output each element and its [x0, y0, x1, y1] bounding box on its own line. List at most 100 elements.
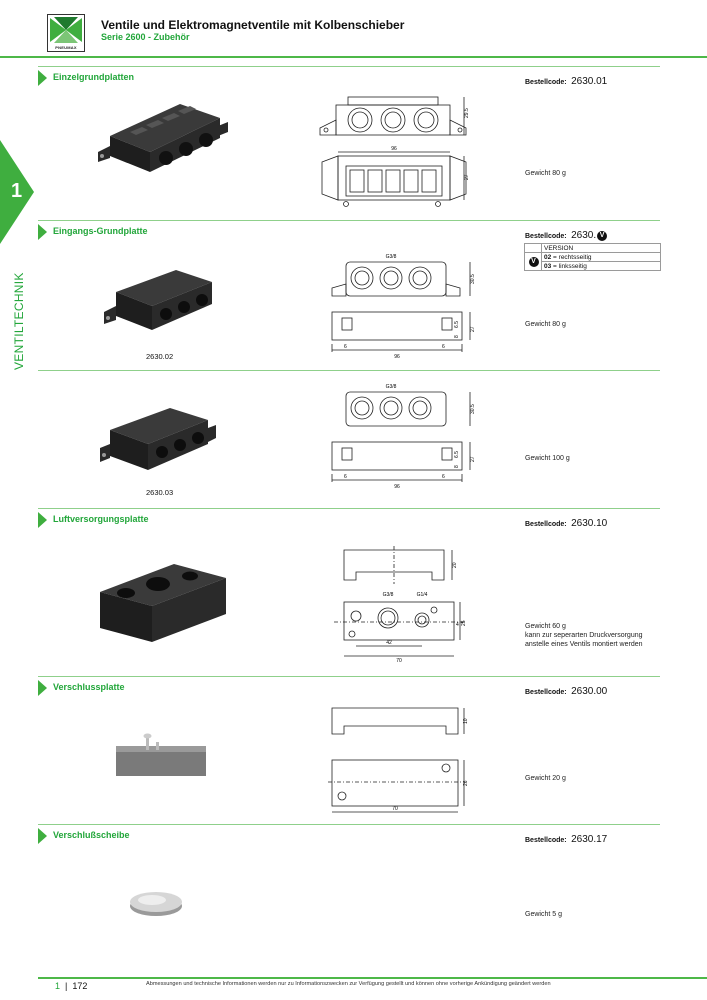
technical-drawing: 10 26 70: [328, 707, 468, 813]
section-title: Verschlussplatte: [53, 682, 125, 692]
dim-height-bottom: 27: [470, 456, 476, 462]
product-photo: [104, 270, 212, 330]
dim-width: 70: [396, 658, 402, 664]
dim-left: 6: [344, 344, 347, 350]
header-divider: [0, 56, 707, 58]
dim-left: 6: [344, 474, 347, 480]
dim-right: 6: [442, 344, 445, 350]
section-einzelgrundplatten: Einzelgrundplatten Bestellcode: 2630.01 …: [38, 66, 660, 216]
version-table-header: VERSION: [524, 243, 661, 253]
dim-height-top: 29.5: [464, 108, 470, 118]
weight-line: anstelle eines Ventils montiert werden: [525, 641, 643, 648]
product-photo: [116, 733, 206, 776]
chapter-tab: [0, 140, 34, 244]
version-header: VERSION: [541, 243, 661, 253]
section-eingangs-grundplatte: Eingangs-Grundplatte Bestellcode: 2630.V…: [38, 220, 660, 506]
order-code: Bestellcode: 2630.01: [525, 71, 607, 89]
dim-height-bottom: 27: [464, 174, 470, 180]
page-number: 1 | 172: [55, 981, 88, 991]
section-arrow-icon: [38, 70, 47, 86]
order-code: Bestellcode: 2630.17: [525, 829, 607, 847]
dim-width: 96: [391, 146, 397, 152]
dim-height-bottom: 26: [463, 780, 468, 786]
section-divider: [38, 66, 660, 67]
order-code: Bestellcode: 2630.00: [525, 681, 607, 699]
dim-height-top: 10: [463, 718, 468, 724]
weight-text: Gewicht 5 g: [525, 911, 562, 918]
section-arrow-icon: [38, 680, 47, 696]
dim-height-bottom: 27: [470, 326, 476, 332]
version-badge: V: [597, 231, 608, 241]
dim-width: 70: [392, 806, 398, 812]
order-code-label: Bestellcode:: [525, 521, 567, 528]
variant-code-label: 2630.03: [146, 488, 174, 497]
dim-thread: G3/8: [386, 254, 397, 260]
page-header: PNEUMAX Ventile und Elektromagnetventile…: [0, 0, 707, 60]
weight-line: Gewicht 60 g: [525, 623, 566, 630]
product-photo: [98, 104, 228, 172]
dim-right: 6: [442, 474, 445, 480]
weight-text: Gewicht 80 g: [525, 170, 566, 177]
order-code-label: Bestellcode:: [525, 79, 567, 86]
dim-thread-large: G3/8: [383, 592, 394, 598]
section-verschlussplatte: Verschlussplatte Bestellcode: 2630.00 Ge…: [38, 676, 660, 822]
dim-width-inner: 42: [386, 640, 392, 646]
dim-height-foot: 8: [454, 465, 460, 468]
dim-offset: 4: [456, 622, 459, 628]
section-title: Eingangs-Grundplatte: [53, 226, 148, 236]
dim-width: 96: [394, 484, 400, 490]
weight-text: Gewicht 20 g: [525, 775, 566, 782]
weight-text: Gewicht 100 g: [525, 455, 570, 462]
technical-drawing: G3/8 30.5 27 6.5 8 6 6 96: [331, 254, 476, 360]
dim-height-foot: 8: [454, 335, 460, 338]
dim-height-top: 20: [452, 562, 458, 568]
section-divider: [38, 508, 660, 509]
footer-page: 172: [72, 981, 88, 991]
version-text: = linksseitig: [553, 262, 587, 270]
dim-height-top: 30.5: [470, 404, 476, 414]
page-title: Ventile und Elektromagnetventile mit Kol…: [101, 18, 405, 32]
version-code: 03: [544, 262, 552, 270]
chapter-label: VENTILTECHNIK: [12, 272, 26, 370]
weight-line: kann zur seperarten Druckversorgung: [525, 632, 643, 639]
technical-drawing: 20 G3/8 G1/4 25 4 42 70: [334, 546, 467, 664]
order-code-value: 2630.10: [571, 518, 608, 529]
order-code: Bestellcode: 2630.10: [525, 513, 607, 531]
section-title: Verschlußscheibe: [53, 830, 130, 840]
section-divider: [38, 676, 660, 677]
version-row: 03 = linksseitig: [525, 261, 661, 271]
version-badge: V: [528, 256, 539, 267]
chapter-number: 1: [11, 180, 23, 202]
dim-thread: G3/8: [386, 384, 397, 390]
dim-height-top: 30.5: [470, 274, 476, 284]
version-code: 02: [544, 253, 552, 261]
logo-text: PNEUMAX: [55, 45, 77, 50]
footer-disclaimer: Abmessungen und technische Informationen…: [146, 981, 551, 987]
dim-height-small: 6.5: [454, 321, 460, 328]
page-subtitle: Serie 2600 - Zubehör: [101, 32, 190, 42]
version-row: V 02 = rechtsseitig: [524, 252, 661, 271]
order-code-value: 2630.01: [571, 76, 608, 87]
section-luftversorgungsplatte: Luftversorgungsplatte Bestellcode: 2630.…: [38, 508, 660, 674]
section-title: Einzelgrundplatten: [53, 72, 134, 82]
pneumax-logo: PNEUMAX: [47, 14, 85, 52]
section-arrow-icon: [38, 828, 47, 844]
version-table: VERSION V 02 = rechtsseitig 03 = linksse…: [524, 243, 661, 271]
section-divider: [38, 220, 660, 221]
technical-drawing: 96 29.5 27: [319, 96, 470, 207]
order-code-label: Bestellcode:: [525, 689, 567, 696]
order-code-label: Bestellcode:: [525, 837, 567, 844]
product-photo: [100, 408, 216, 470]
variant-code-label: 2630.02: [146, 352, 174, 361]
order-code-label: Bestellcode:: [525, 233, 567, 240]
order-code-value: 2630.00: [571, 686, 608, 697]
footer-chapter: 1: [55, 981, 61, 991]
order-code: Bestellcode: 2630.V: [525, 225, 608, 243]
product-photo: [100, 564, 226, 642]
section-arrow-icon: [38, 512, 47, 528]
footer-divider: [38, 977, 707, 979]
section-arrow-icon: [38, 224, 47, 240]
weight-text: Gewicht 60 g kann zur seperarten Druckve…: [525, 622, 643, 649]
dim-thread-small: G1/4: [417, 592, 428, 598]
weight-text: Gewicht 80 g: [525, 321, 566, 328]
